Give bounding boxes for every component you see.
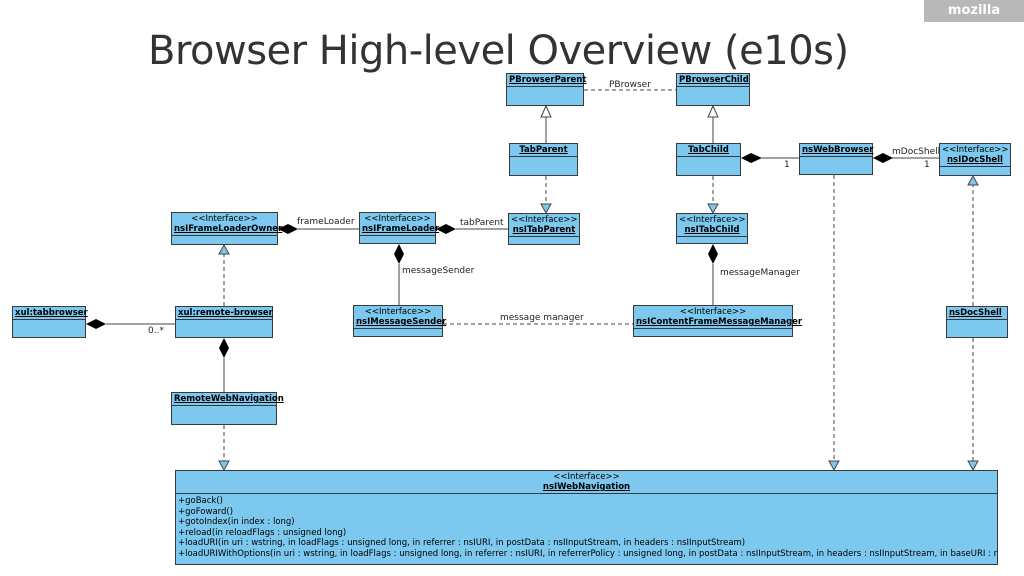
method-item: +loadURI(in uri : wstring, in loadFlags … [178, 538, 746, 548]
frameloader-diamond [278, 224, 298, 234]
tabparent-inherits-arrow [540, 104, 552, 118]
method-item: +goFoward() [178, 506, 234, 517]
message-manager-label: message manager [500, 313, 584, 323]
nsidocshell-box: <<Interface>> nsIDocShell [939, 143, 1011, 176]
tabparent-link-diamond [436, 224, 456, 234]
box-name: RemoteWebNavigation [174, 394, 284, 404]
webbrowser-docshell-diamond [873, 153, 893, 163]
box-stereotype: <<Interface>> [191, 214, 258, 224]
tabchild-inherits-arrow [707, 104, 719, 118]
tabbrowser-multiplicity-label: 0..* [148, 326, 164, 336]
box-stereotype: <<Interface>> [679, 215, 746, 225]
messagemanager-diamond [708, 244, 718, 264]
frameloader-label: frameLoader [297, 217, 355, 227]
docshell-webnav-realizes-arrow [967, 460, 979, 472]
nsiframeloader-box: <<Interface>> nsIFrameLoader [359, 212, 440, 244]
box-stereotype: <<Interface>> [364, 307, 432, 317]
mdocshell-label: mDocShell [892, 147, 941, 157]
box-name: TabParent [519, 145, 568, 155]
docshell-realizes-arrow [967, 174, 979, 186]
method-item: +goBack() [178, 496, 223, 506]
box-name: PBrowserParent [509, 75, 587, 85]
method-list: +goBack() +goFoward() +gotoIndex(in inde… [176, 494, 997, 561]
box-name: nsIDocShell [947, 155, 1003, 165]
nsiframeloaderowner-box: <<Interface>> nsIFrameLoaderOwner [171, 212, 283, 245]
box-name: xul:tabbrowser [15, 308, 88, 318]
nsdocshell-box: nsDocShell [946, 306, 1008, 338]
remotebrowser-realizes-arrow [218, 243, 230, 255]
tabchild-box: TabChild [676, 143, 741, 176]
box-name: nsIFrameLoader [362, 224, 440, 234]
nsitabparent-box: <<Interface>> nsITabParent [508, 213, 580, 245]
box-name: xul:remote-browser [178, 308, 273, 318]
box-stereotype: <<Interface>> [679, 307, 747, 317]
tabchild-multiplicity-label: 1 [784, 160, 790, 170]
box-name: PBrowserChild [679, 75, 749, 85]
remotewebnav-realizes-arrow [218, 460, 230, 472]
page-title: Browser High-level Overview (e10s) [148, 28, 849, 74]
tabparent-realizes-arrow [540, 203, 552, 215]
box-name: nsITabParent [512, 225, 576, 235]
tabchild-webbrowser-diamond [741, 153, 762, 163]
webbrowser-realizes-arrow [828, 460, 840, 472]
box-name: nsIContentFrameMessageManager [636, 317, 803, 327]
pbrowser-parent-box: PBrowserParent [506, 73, 587, 106]
pbrowser-child-box: PBrowserChild [676, 73, 750, 106]
nsitabchild-box: <<Interface>> nsITabChild [676, 213, 748, 244]
messagemanager-label: messageManager [720, 268, 800, 278]
box-name: nsIWebNavigation [542, 482, 631, 492]
box-name: nsITabChild [684, 225, 740, 235]
box-name: nsWebBrowser [802, 145, 874, 155]
tabparent-box: TabParent [509, 143, 578, 176]
nsiwebnavigation-box: <<Interface>> nsIWebNavigation +goBack()… [175, 470, 998, 565]
method-item: +loadURIWithOptions(in uri : wstring, in… [178, 548, 997, 559]
tabparent-label: tabParent [460, 218, 504, 228]
nswebbrowser-box: nsWebBrowser [799, 143, 873, 175]
box-stereotype: <<Interface>> [364, 214, 431, 224]
box-stereotype: <<Interface>> [553, 472, 620, 482]
method-item: +reload(in reloadFlags : unsigned long) [178, 527, 347, 538]
method-item: +gotoIndex(in index : long) [178, 517, 295, 527]
tabbrowser-diamond [86, 319, 106, 329]
messagesender-diamond [394, 244, 404, 264]
box-name: nsIFrameLoaderOwner [174, 224, 283, 234]
box-stereotype: <<Interface>> [942, 145, 1009, 155]
remotewebnavigation-box: RemoteWebNavigation [171, 392, 284, 425]
box-stereotype: <<Interface>> [511, 215, 578, 225]
nsimessagesender-box: <<Interface>> nsIMessageSender [353, 305, 447, 337]
tabchild-realizes-arrow [707, 203, 719, 215]
box-name: nsIMessageSender [356, 317, 447, 327]
remotewebnav-diamond [219, 338, 229, 358]
xul-tabbrowser-box: xul:tabbrowser [12, 306, 88, 338]
pbrowser-label: PBrowser [609, 80, 651, 90]
nsicontentframemessagemanager-box: <<Interface>> nsIContentFrameMessageMana… [633, 305, 803, 337]
messagesender-label: messageSender [402, 266, 475, 276]
xul-remote-browser-box: xul:remote-browser [175, 306, 273, 338]
box-name: TabChild [688, 145, 729, 155]
docshell-multiplicity-label: 1 [924, 160, 930, 170]
box-name: nsDocShell [949, 308, 1002, 318]
mozilla-logo: mozilla [924, 0, 1024, 22]
